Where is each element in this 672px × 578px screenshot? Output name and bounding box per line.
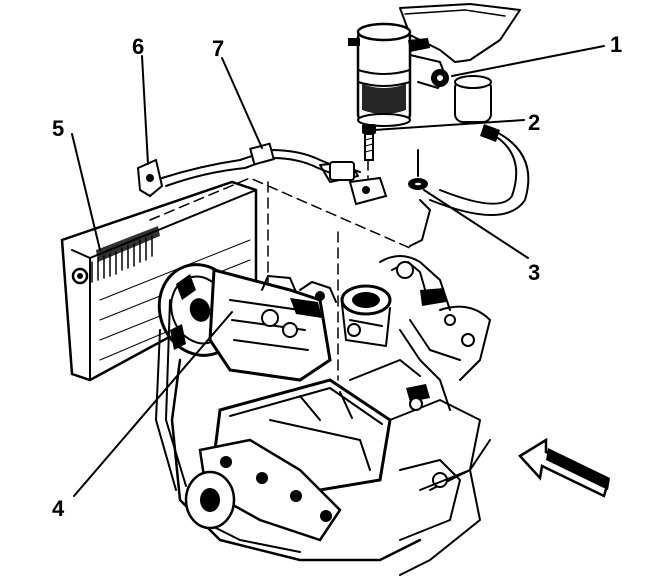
alignment-lines bbox=[149, 159, 411, 381]
bolt bbox=[362, 124, 376, 161]
accumulator-assembly bbox=[348, 3, 521, 127]
callout-1: 1 bbox=[610, 32, 622, 57]
callout-6: 6 bbox=[132, 34, 144, 59]
callout-2: 2 bbox=[528, 110, 540, 135]
callout-4: 4 bbox=[52, 496, 65, 521]
condenser-bracket bbox=[136, 158, 164, 198]
callout-5: 5 bbox=[52, 116, 64, 141]
refrigerant-line bbox=[161, 142, 361, 187]
callout-7: 7 bbox=[212, 36, 224, 61]
throttle-body bbox=[340, 255, 491, 411]
arrow-left-icon bbox=[518, 437, 610, 498]
engine-block bbox=[155, 299, 491, 576]
callout-3: 3 bbox=[528, 260, 540, 285]
hose-clip bbox=[408, 149, 431, 247]
condenser-fins bbox=[91, 226, 160, 283]
callouts: 1 2 3 4 5 6 7 bbox=[52, 32, 622, 521]
leader-lines bbox=[71, 45, 605, 497]
compressor bbox=[157, 263, 337, 382]
accumulator-hose bbox=[429, 124, 530, 216]
